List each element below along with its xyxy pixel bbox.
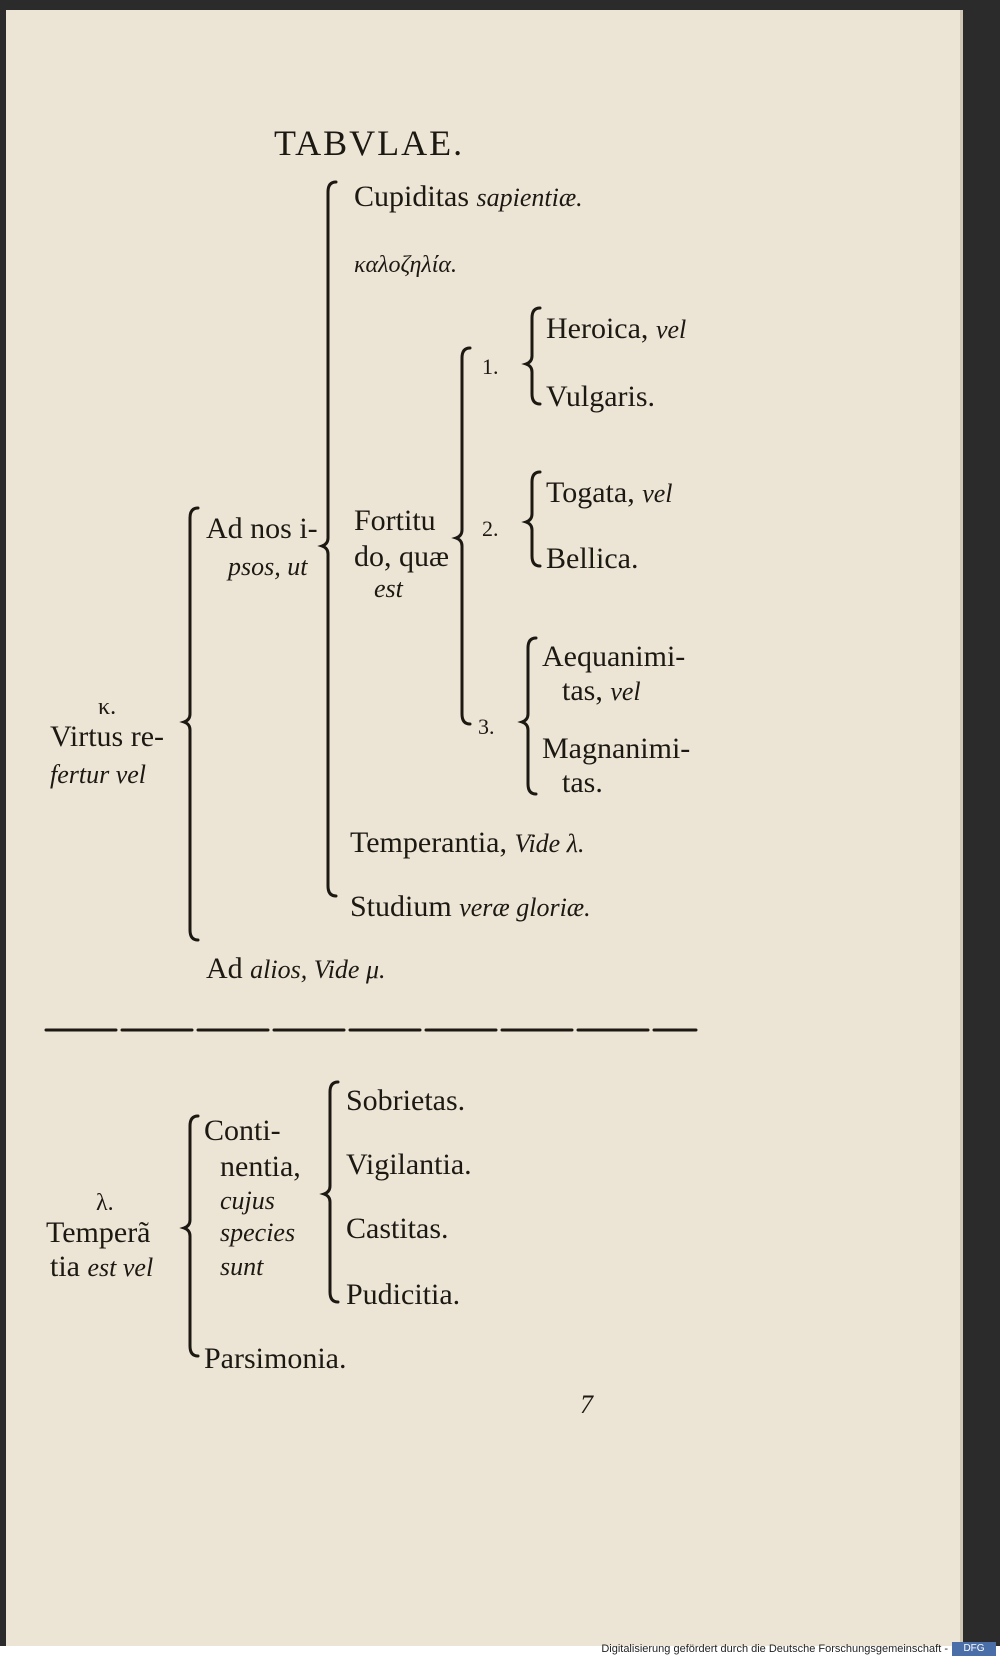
- continentia-line5: sunt: [220, 1252, 264, 1281]
- magnanimitas-line2: tas.: [562, 766, 603, 799]
- continentia-line3: cujus: [220, 1186, 275, 1215]
- virtus-refertur: Virtus re-: [50, 720, 164, 753]
- fortitudo-line2: do, quæ: [354, 540, 450, 573]
- ad-alios: Ad alios, Vide μ.: [206, 952, 386, 985]
- cupiditas-sapientiae: Cupiditas sapientiæ.: [354, 180, 583, 213]
- temperantia-root-line2: tia est vel: [50, 1250, 154, 1283]
- book-page: TABVLAE. κ. Virtus re- fertur vel Ad nos…: [6, 10, 963, 1646]
- fortitudo-line1: Fortitu: [354, 504, 436, 537]
- sobrietas: Sobrietas.: [346, 1084, 466, 1117]
- fortitudo-line3: est: [374, 574, 403, 603]
- parsimonia: Parsimonia.: [204, 1342, 347, 1375]
- bracket-3: [517, 636, 538, 796]
- bellica: Bellica.: [546, 542, 639, 575]
- togata-vel: Togata, vel: [546, 476, 673, 509]
- vulgaris: Vulgaris.: [546, 380, 656, 413]
- footer-bar: [0, 1646, 1000, 1656]
- vigilantia: Vigilantia.: [346, 1148, 472, 1181]
- castitas: Castitas.: [346, 1212, 449, 1245]
- digitization-credit: Digitalisierung gefördert durch die Deut…: [601, 1643, 948, 1655]
- number-1: 1.: [482, 354, 499, 379]
- number-2: 2.: [482, 516, 499, 541]
- kappa-root-bracket: [179, 506, 200, 942]
- temperantia-root-line1: Temperã: [46, 1216, 151, 1249]
- kappa-letter: κ.: [98, 694, 117, 720]
- aequanimitas-line2: tas, vel: [562, 674, 641, 707]
- kalozelia: καλοζηλία.: [354, 252, 458, 278]
- continentia-line4: species: [220, 1218, 296, 1247]
- aequanimitas-line1: Aequanimi-: [542, 640, 686, 673]
- page-number: 7: [580, 1390, 593, 1419]
- page-content: TABVLAE. κ. Virtus re- fertur vel Ad nos…: [6, 10, 960, 1646]
- fertur-vel: fertur vel: [50, 760, 147, 789]
- continentia-bracket: [319, 1080, 340, 1304]
- ad-nos-bracket: [317, 180, 338, 898]
- lambda-root-bracket: [179, 1114, 200, 1358]
- lambda-letter: λ.: [96, 1190, 114, 1216]
- temperantia-ref: Temperantia, Vide λ.: [350, 826, 585, 859]
- pudicitia: Pudicitia.: [346, 1278, 461, 1311]
- dfg-logo: DFG: [952, 1642, 996, 1656]
- ad-nos-ipsos: Ad nos i-: [206, 512, 318, 545]
- continentia-line1: Conti-: [204, 1114, 281, 1147]
- heroica-vel: Heroica, vel: [546, 312, 687, 345]
- number-3: 3.: [478, 714, 495, 739]
- psos-ut: psos, ut: [228, 552, 308, 581]
- continentia-line2: nentia,: [220, 1150, 301, 1183]
- page-header: TABVLAE.: [274, 123, 465, 163]
- bracket-lines: [44, 180, 698, 1358]
- bracket-2: [521, 470, 542, 568]
- studium-verae-gloriae: Studium veræ gloriæ.: [350, 890, 591, 923]
- magnanimitas-line1: Magnanimi-: [542, 732, 691, 765]
- fortitudo-bracket: [451, 346, 472, 726]
- bracket-1: [521, 306, 542, 406]
